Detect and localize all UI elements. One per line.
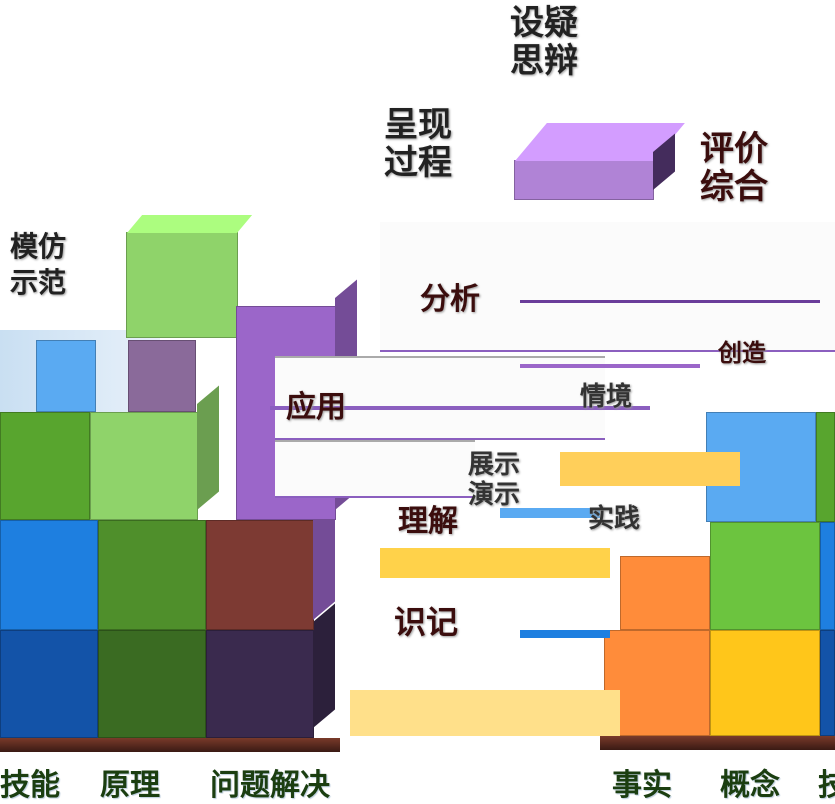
label-situation: 情境 [580,382,633,412]
stripe-purple-3 [520,300,820,303]
left-floor [0,738,340,752]
cube-fact-bottom [604,630,710,736]
cube-fact-middle [620,556,710,630]
cube-skill-bottom [0,630,98,738]
label-imitate-line1: 模仿 [10,230,67,263]
stripe-blue-2 [520,630,610,638]
axis-right-edge: 技 [818,768,835,803]
axis-left-principle: 原理 [100,768,160,803]
stripe-yellow-1 [560,452,740,486]
stripe-blue-1 [500,508,600,518]
plate-analyze [380,222,835,352]
right-floor [600,736,835,750]
label-eval-line2: 综合 [700,167,768,207]
cube-principle-upper [90,385,219,520]
cube-skill-upper [0,412,90,520]
label-create: 创造 [718,338,766,367]
plate-apply [275,356,605,440]
label-understand: 理解 [398,504,458,539]
cube-skill-middle [0,520,98,630]
cube-principle-middle [98,520,206,630]
cube-problem-middle [206,493,335,630]
cube-edge-upper [816,412,835,522]
label-display-line2: 演示 [468,480,521,510]
label-imitate-line2: 示范 [10,266,67,299]
label-remember: 识记 [394,603,459,641]
stripe-yellow-3 [350,690,620,736]
stripe-yellow-2 [380,548,610,578]
cube-purple-top [514,123,685,200]
cube-problem-bottom [206,603,335,738]
label-process-line1: 呈现 [384,105,452,145]
label-display-line1: 展示 [468,450,521,480]
cube-edge-bottom [820,630,835,736]
cube-concept-middle [710,522,820,630]
cube-top-green [126,215,253,338]
plate-middle [275,440,475,498]
cube-sky-small [36,340,96,412]
cube-concept-bottom [710,630,820,736]
axis-left-skill: 技能 [0,768,60,803]
label-process-line2: 过程 [384,143,452,183]
stripe-purple-2 [270,406,650,410]
label-doubt-line1: 设疑 [510,3,578,43]
stripe-purple-1 [520,364,700,368]
axis-right-concept: 概念 [720,768,780,803]
label-eval-line1: 评价 [700,129,768,169]
label-analyze: 分析 [420,282,480,317]
cube-principle-bottom [98,630,206,738]
label-doubt-line2: 思辩 [510,41,578,81]
cube-edge-middle [820,522,835,630]
label-apply: 应用 [286,390,346,425]
cube-mauve [128,340,196,412]
label-experience: 实践 [588,504,641,534]
axis-left-problem: 问题解决 [210,768,330,803]
axis-right-fact: 事实 [612,768,672,803]
